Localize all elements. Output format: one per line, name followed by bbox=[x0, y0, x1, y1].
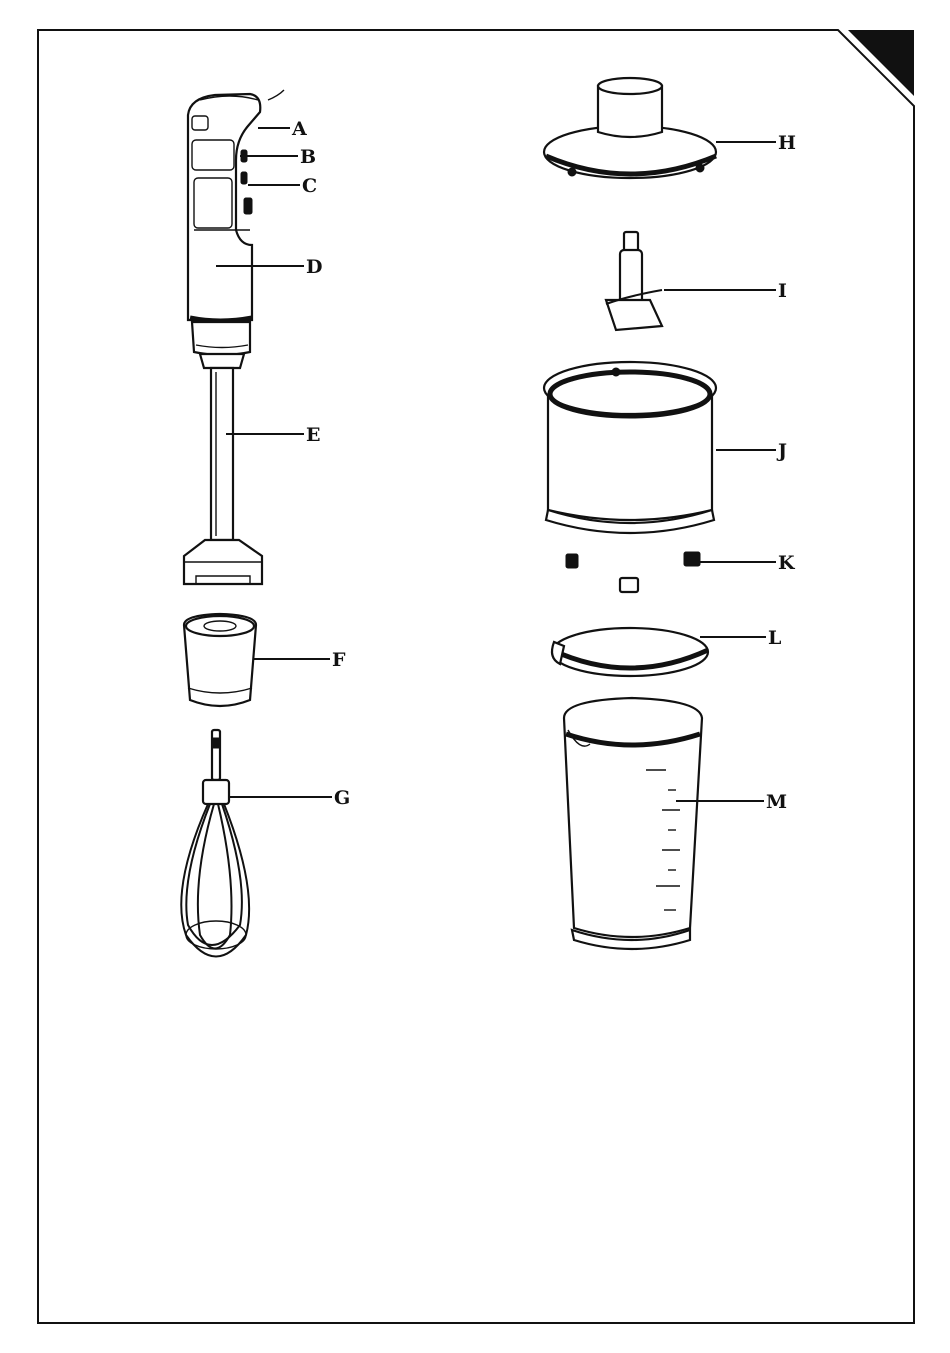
label-i: I bbox=[778, 280, 787, 302]
chopper-bowl bbox=[544, 362, 716, 533]
chopper-lid bbox=[544, 78, 716, 178]
label-e: E bbox=[306, 424, 320, 446]
label-m: M bbox=[766, 791, 787, 813]
whisk bbox=[181, 730, 249, 957]
corner-tab bbox=[848, 30, 914, 96]
beaker-lid bbox=[552, 628, 708, 676]
blending-shaft bbox=[184, 354, 262, 584]
motor-unit bbox=[188, 90, 284, 355]
label-a: A bbox=[291, 118, 307, 140]
label-b: B bbox=[300, 146, 316, 168]
anti-slip-feet bbox=[566, 552, 700, 592]
label-g: G bbox=[334, 787, 350, 809]
chopper-blade bbox=[606, 232, 662, 330]
label-f: F bbox=[332, 649, 346, 671]
page-border bbox=[38, 30, 914, 1323]
whisk-gearbox bbox=[184, 614, 256, 706]
label-k: K bbox=[778, 552, 796, 574]
label-j: J bbox=[776, 440, 787, 462]
measuring-beaker bbox=[564, 698, 702, 949]
label-h: H bbox=[778, 132, 796, 154]
label-l: L bbox=[768, 627, 781, 649]
label-d: D bbox=[306, 256, 322, 278]
label-c: C bbox=[302, 175, 317, 197]
